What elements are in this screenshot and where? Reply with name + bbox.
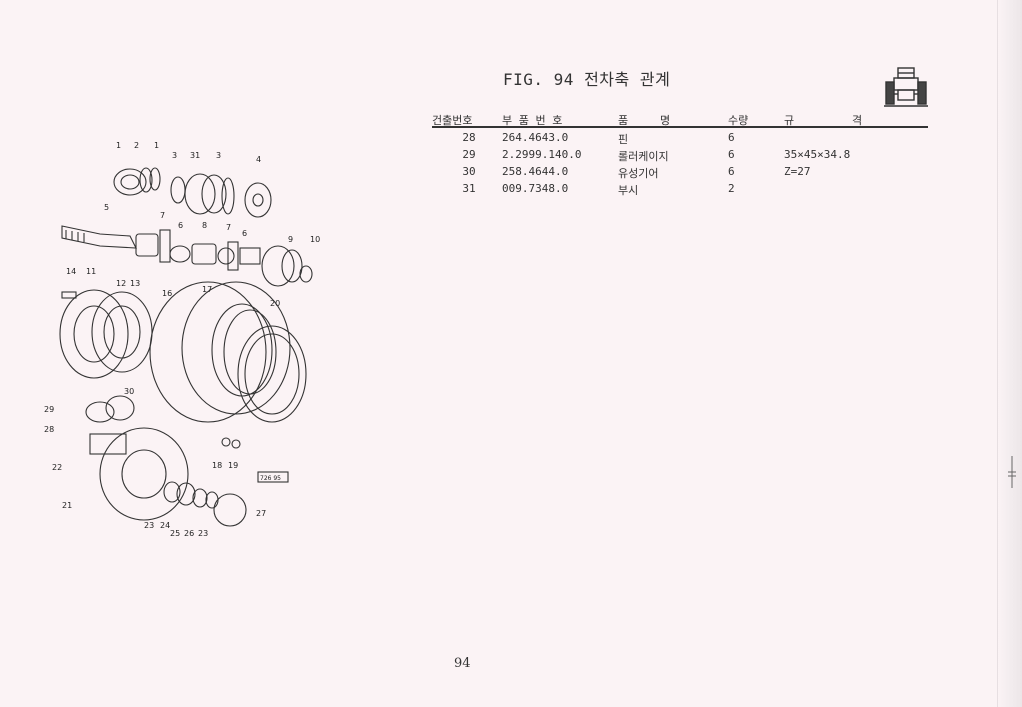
cell-part-no: 2.2999.140.0 xyxy=(502,148,582,161)
callout-label: 1 xyxy=(116,141,121,150)
callout-label: 20 xyxy=(270,299,280,308)
callout-label: 7 xyxy=(160,211,165,220)
parts-table: 건출번호 부 품 번 호 품 명 수량 규 격 28 264.4643.0 핀 … xyxy=(432,112,928,197)
callout-label: 3 xyxy=(172,151,177,160)
table-row: 28 264.4643.0 핀 6 xyxy=(432,128,928,146)
tractor-front-icon xyxy=(884,67,928,107)
cell-spec: Z=27 xyxy=(784,165,811,178)
page-edge xyxy=(997,0,1022,707)
figure-title: FIG. 94 전차축 관계 xyxy=(503,70,671,89)
callout-label: 9 xyxy=(288,235,293,244)
callout-label: 12 xyxy=(116,279,126,288)
cell-part-no: 009.7348.0 xyxy=(502,182,569,195)
header-spec-a: 규 xyxy=(784,114,795,127)
callout-label: 17 xyxy=(202,285,212,294)
table-header: 건출번호 부 품 번 호 품 명 수량 규 격 xyxy=(432,112,928,128)
callout-label: 6 xyxy=(242,229,247,238)
callout-label: 29 xyxy=(44,405,54,414)
header-name-b: 명 xyxy=(660,114,671,127)
cell-part-no: 264.4643.0 xyxy=(502,131,569,144)
callout-label: 7 xyxy=(226,223,231,232)
callout-label: 26 xyxy=(184,529,194,538)
callout-label: 14 xyxy=(66,267,76,276)
cell-qty: 6 xyxy=(728,131,735,144)
cell-ref-no: 30 xyxy=(462,165,476,178)
page-number: 94 xyxy=(454,656,471,671)
callout-label: 18 xyxy=(212,461,222,470)
cell-part-no: 258.4644.0 xyxy=(502,165,569,178)
header-ref-no: 건출번호 xyxy=(432,114,473,127)
cell-ref-no: 29 xyxy=(462,148,476,161)
cell-ref-no: 31 xyxy=(462,182,476,195)
cell-spec: 35×45×34.8 xyxy=(784,148,851,161)
callout-label: 10 xyxy=(310,235,320,244)
cell-qty: 6 xyxy=(728,148,735,161)
callout-label: 19 xyxy=(228,461,238,470)
cell-name: 핀 xyxy=(618,133,629,146)
callout-label: 13 xyxy=(130,279,140,288)
header-spec-b: 격 xyxy=(852,114,863,127)
header-name-a: 품 xyxy=(618,114,629,127)
callout-label: 27 xyxy=(256,509,266,518)
table-row: 30 258.4644.0 유성기어 6 Z=27 xyxy=(432,162,928,180)
callout-label: 3 xyxy=(216,151,221,160)
callout-label: 11 xyxy=(86,267,96,276)
cell-name: 유성기어 xyxy=(618,167,659,180)
callout-label: 30 xyxy=(124,387,134,396)
callout-label: 24 xyxy=(160,521,170,530)
callout-label: 4 xyxy=(256,155,261,164)
cell-name: 부시 xyxy=(618,184,639,197)
callout-label: 23 xyxy=(144,521,154,530)
callout-label: 6 xyxy=(178,221,183,230)
callout-label: 28 xyxy=(44,425,54,434)
header-qty: 수량 xyxy=(728,114,749,127)
header-part-no: 부 품 번 호 xyxy=(502,114,563,127)
table-row: 31 009.7348.0 부시 2 xyxy=(432,179,928,197)
cell-qty: 6 xyxy=(728,165,735,178)
diagram-code: 726 95 xyxy=(260,475,281,482)
cell-qty: 2 xyxy=(728,182,735,195)
exploded-parts-diagram: 1 2 1 3 31 3 4 5 7 6 8 7 6 9 10 14 11 12… xyxy=(44,141,320,538)
callout-label: 8 xyxy=(202,221,207,230)
callout-label: 25 xyxy=(170,529,180,538)
callout-label: 22 xyxy=(52,463,62,472)
callout-label: 1 xyxy=(154,141,159,150)
callout-label: 5 xyxy=(104,203,109,212)
margin-mark xyxy=(1008,456,1016,488)
table-row: 29 2.2999.140.0 롤러케이지 6 35×45×34.8 xyxy=(432,145,928,163)
callout-label: 23 xyxy=(198,529,208,538)
callout-label: 21 xyxy=(62,501,72,510)
callout-label: 16 xyxy=(162,289,172,298)
cell-name: 롤러케이지 xyxy=(618,150,669,163)
callout-label: 31 xyxy=(190,151,200,160)
callout-label: 2 xyxy=(134,141,139,150)
cell-ref-no: 28 xyxy=(462,131,476,144)
